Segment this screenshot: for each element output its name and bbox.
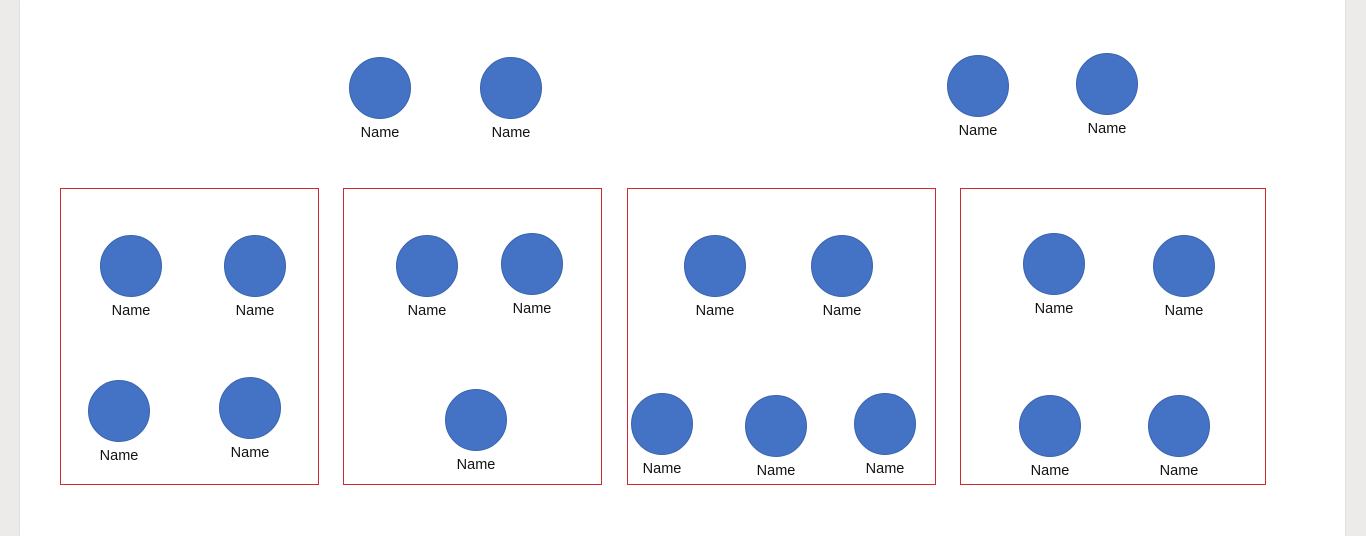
person-circle	[947, 55, 1009, 117]
person-node[interactable]: Name	[1022, 233, 1086, 317]
person-node[interactable]: Name	[99, 235, 163, 319]
person-circle	[349, 57, 411, 119]
person-name-label: Name	[642, 461, 682, 477]
person-circle	[1148, 395, 1210, 457]
person-node[interactable]: Name	[1152, 235, 1216, 319]
group-box-4[interactable]	[960, 188, 1266, 485]
person-circle	[100, 235, 162, 297]
person-node[interactable]: Name	[810, 235, 874, 319]
person-circle	[684, 235, 746, 297]
person-name-label: Name	[1087, 121, 1127, 137]
person-node[interactable]: Name	[946, 55, 1010, 139]
person-name-label: Name	[230, 445, 270, 461]
person-circle	[1076, 53, 1138, 115]
person-circle	[396, 235, 458, 297]
person-circle	[1019, 395, 1081, 457]
person-name-label: Name	[407, 303, 447, 319]
person-node[interactable]: Name	[218, 377, 282, 461]
person-node[interactable]: Name	[500, 233, 564, 317]
person-node[interactable]: Name	[395, 235, 459, 319]
person-name-label: Name	[695, 303, 735, 319]
person-node[interactable]: Name	[1018, 395, 1082, 479]
person-name-label: Name	[1159, 463, 1199, 479]
person-circle	[219, 377, 281, 439]
person-name-label: Name	[756, 463, 796, 479]
person-circle	[445, 389, 507, 451]
person-node[interactable]: Name	[479, 57, 543, 141]
person-name-label: Name	[456, 457, 496, 473]
person-node[interactable]: Name	[853, 393, 917, 477]
person-circle	[480, 57, 542, 119]
person-node[interactable]: Name	[87, 380, 151, 464]
person-name-label: Name	[1034, 301, 1074, 317]
person-node[interactable]: Name	[444, 389, 508, 473]
group-box-3[interactable]	[627, 188, 936, 485]
person-circle	[1023, 233, 1085, 295]
person-circle	[1153, 235, 1215, 297]
person-circle	[88, 380, 150, 442]
person-circle	[501, 233, 563, 295]
person-name-label: Name	[1164, 303, 1204, 319]
person-node[interactable]: Name	[683, 235, 747, 319]
person-name-label: Name	[111, 303, 151, 319]
person-node[interactable]: Name	[348, 57, 412, 141]
person-node[interactable]: Name	[223, 235, 287, 319]
person-circle	[631, 393, 693, 455]
group-box-1[interactable]	[60, 188, 319, 485]
group-box-2[interactable]	[343, 188, 602, 485]
person-circle	[224, 235, 286, 297]
person-name-label: Name	[360, 125, 400, 141]
person-node[interactable]: Name	[1147, 395, 1211, 479]
person-name-label: Name	[1030, 463, 1070, 479]
person-circle	[854, 393, 916, 455]
person-name-label: Name	[491, 125, 531, 141]
person-name-label: Name	[958, 123, 998, 139]
person-node[interactable]: Name	[1075, 53, 1139, 137]
person-name-label: Name	[235, 303, 275, 319]
person-name-label: Name	[99, 448, 139, 464]
person-name-label: Name	[865, 461, 905, 477]
person-name-label: Name	[512, 301, 552, 317]
person-circle	[745, 395, 807, 457]
person-circle	[811, 235, 873, 297]
person-name-label: Name	[822, 303, 862, 319]
slide-canvas: Name Name Name Name Name Name Name Name …	[20, 0, 1345, 536]
person-node[interactable]: Name	[630, 393, 694, 477]
person-node[interactable]: Name	[744, 395, 808, 479]
